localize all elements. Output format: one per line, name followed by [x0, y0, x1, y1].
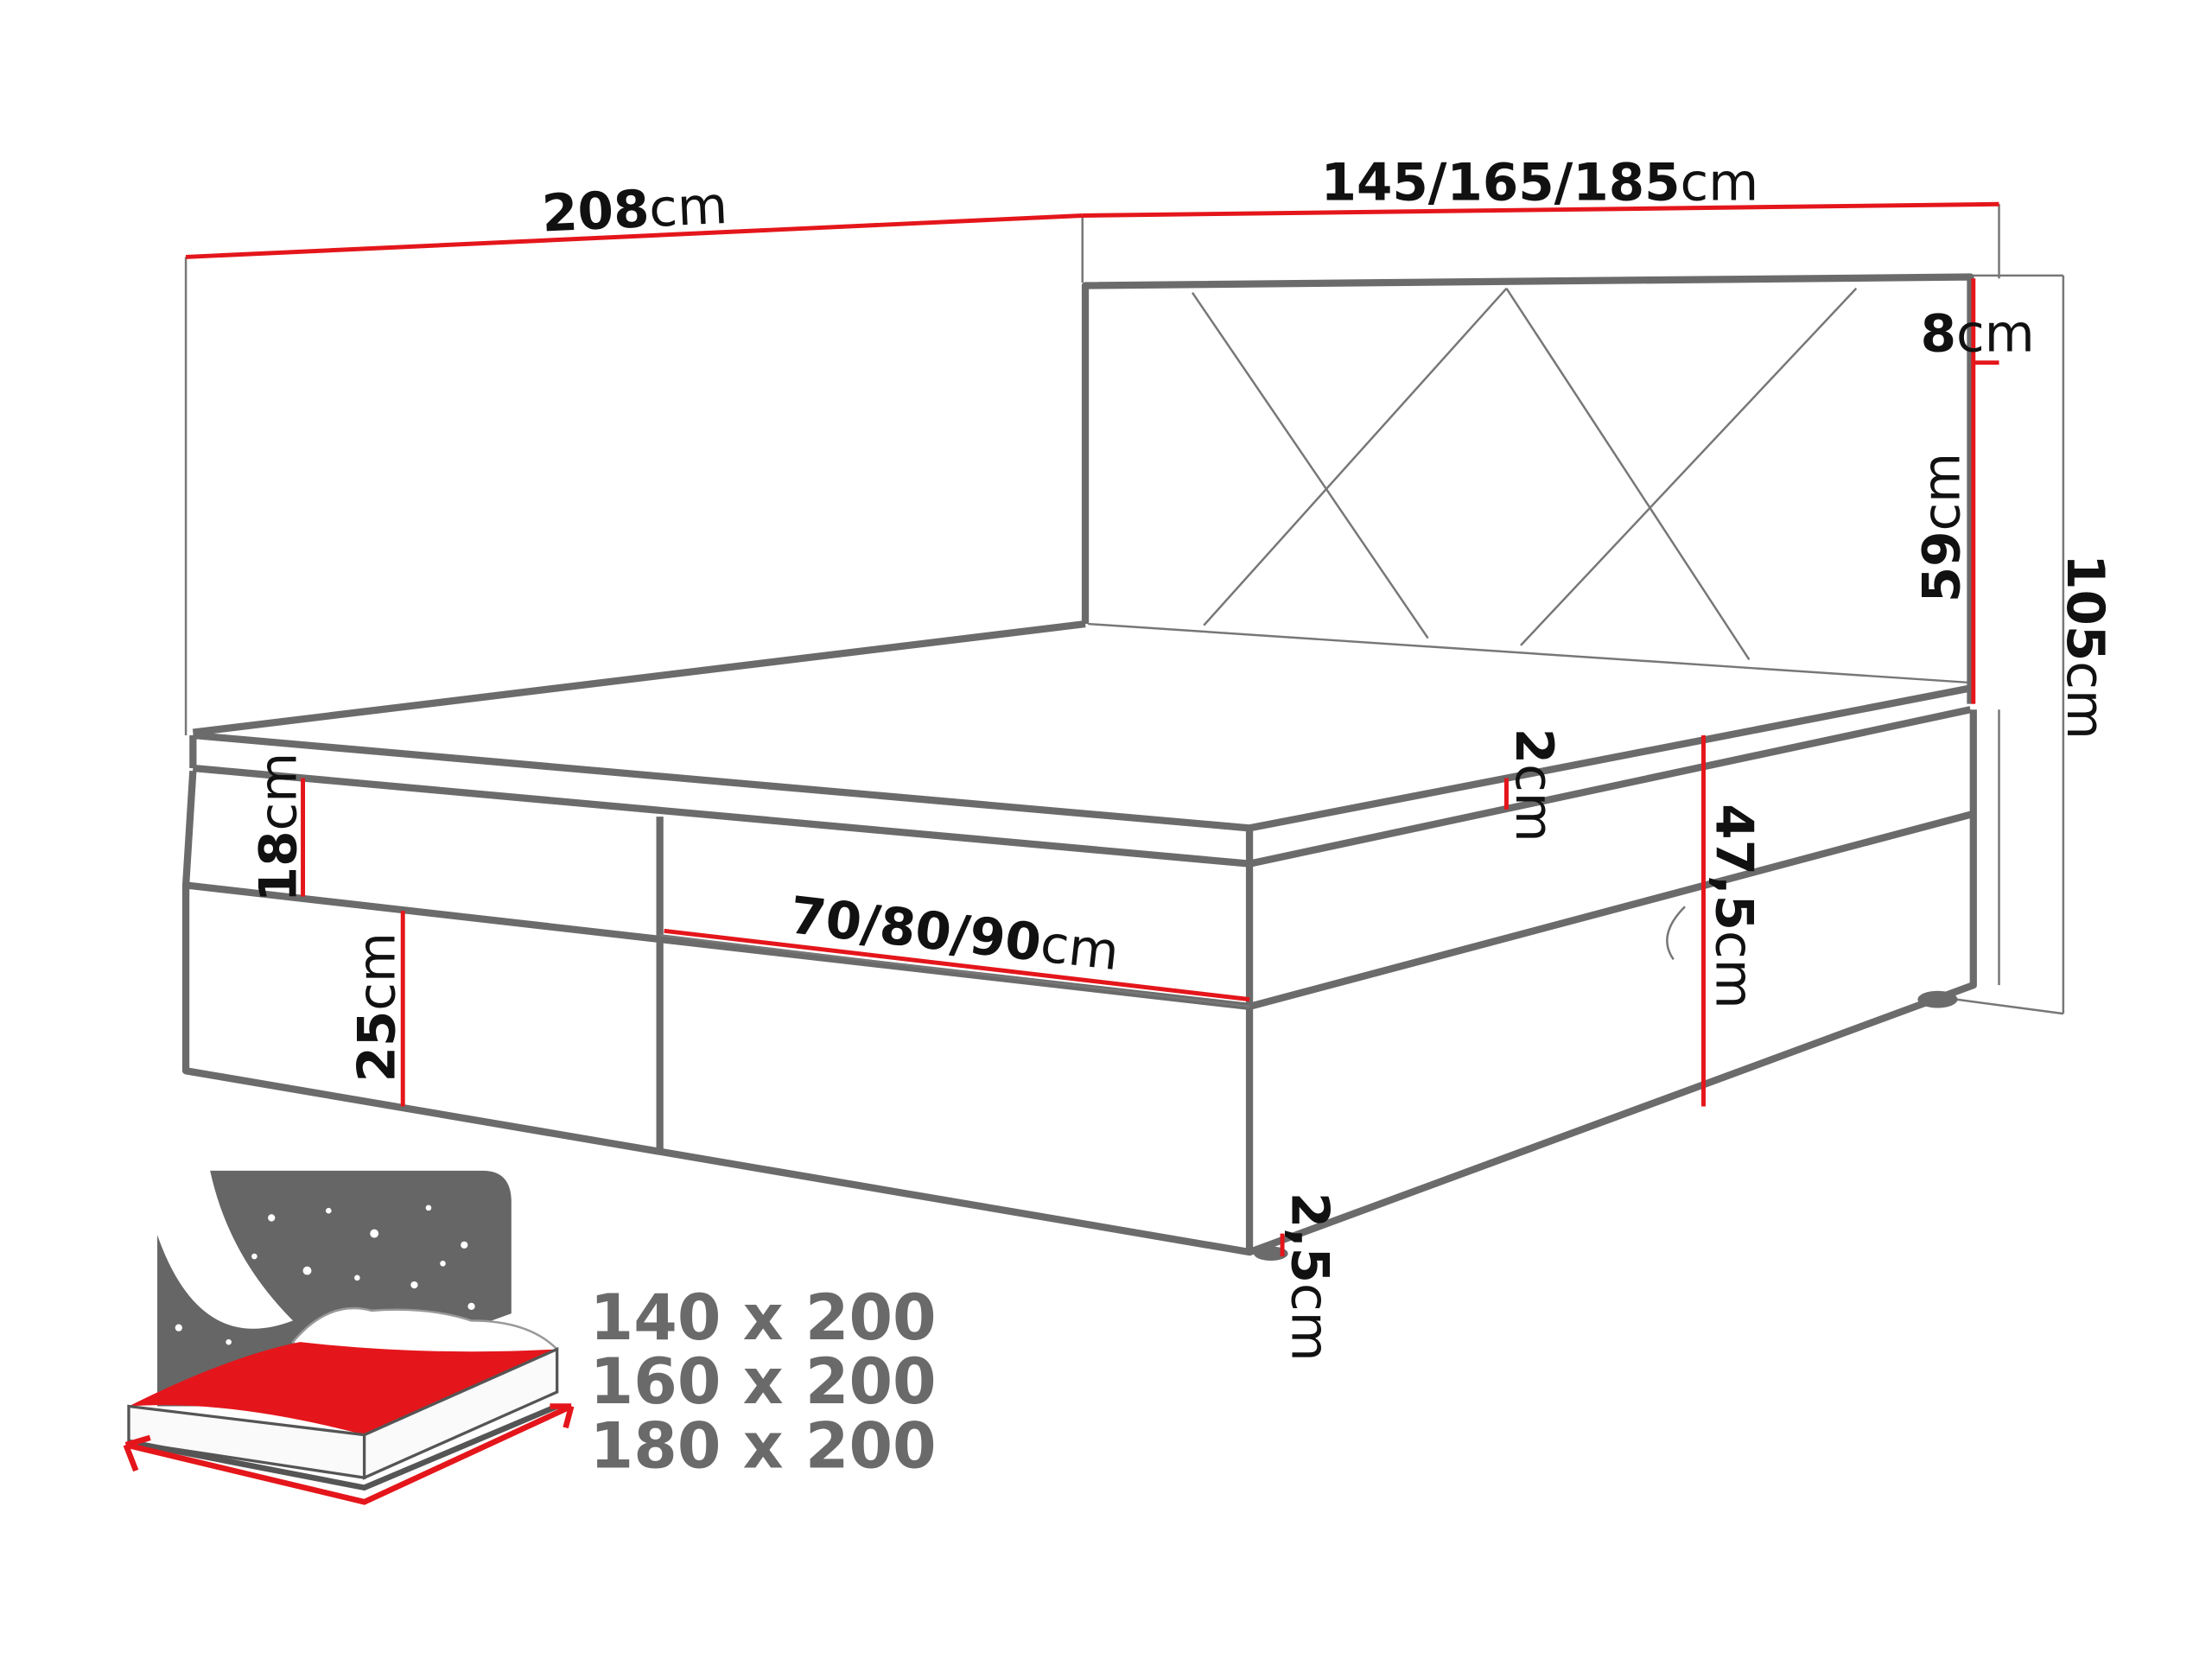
sleep-height-label: 47,5cm — [1703, 804, 1763, 1008]
width-label: 145/165/185cm — [1321, 153, 1759, 213]
headboard-stitching — [1191, 287, 1858, 661]
side-panel — [192, 620, 1086, 736]
foot — [1917, 990, 1958, 1008]
mattress-size-icon — [123, 1170, 575, 1505]
total-height-label: 105cm — [2055, 554, 2114, 740]
extension-lines — [184, 204, 2065, 1015]
mattress-width-label: 70/80/90cm — [787, 886, 1122, 982]
foot — [1254, 1246, 1288, 1262]
mattress-sizes-list: 140 x 200 160 x 200 180 x 200 — [590, 1282, 937, 1484]
headboard-depth-label: 8cm — [1921, 304, 2035, 364]
length-label: 208cm — [541, 176, 729, 245]
mattress-size: 160 x 200 — [590, 1346, 937, 1419]
headboard-height-label: 59cm — [1912, 453, 1972, 602]
base-height-label: 25cm — [347, 932, 407, 1082]
bed-drawing — [181, 273, 1977, 1262]
handle — [1666, 906, 1686, 961]
mattress-size: 140 x 200 — [590, 1282, 937, 1355]
mattress-height-label: 18cm — [249, 753, 308, 902]
mattress — [181, 709, 1977, 1256]
headboard — [1081, 273, 1974, 704]
dimension-lines — [185, 201, 1999, 1257]
mattress-size: 180 x 200 — [590, 1411, 937, 1484]
feet-height-label: 2,5cm — [1280, 1192, 1339, 1362]
topper-thickness-label: 2cm — [1503, 728, 1563, 842]
